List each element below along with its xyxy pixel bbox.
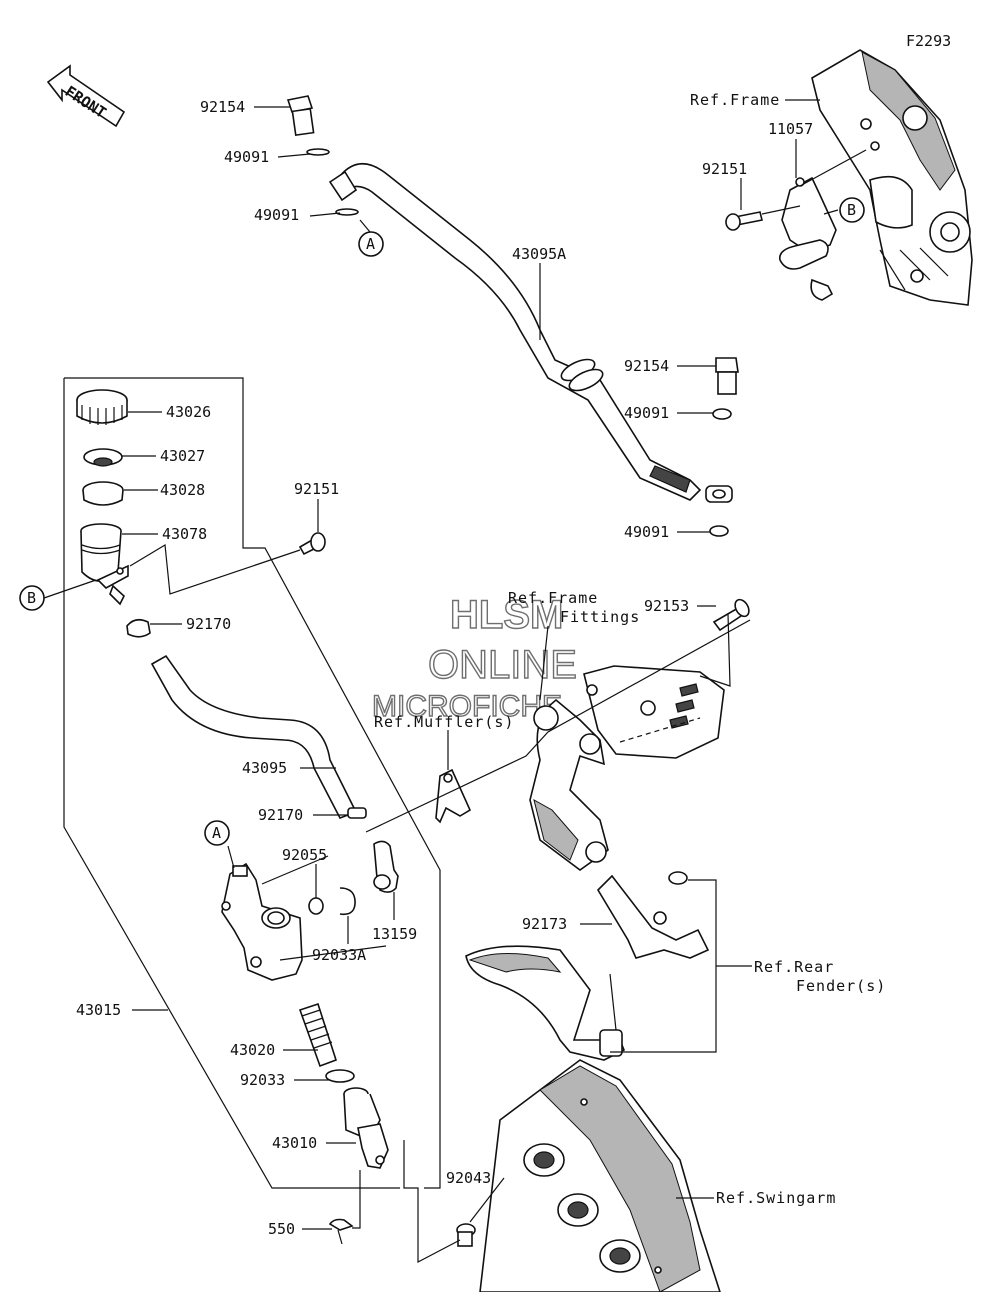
frame-bracket-illustration: [725, 49, 973, 306]
leader-lines: [43, 99, 839, 1230]
watermark: HLSM ONLINE MICROFICHE: [371, 592, 577, 723]
front-arrow-icon: FRONT: [46, 64, 126, 128]
bolt-92153: [712, 598, 750, 632]
hose-43095A-illustration: [328, 162, 733, 503]
callout-a-top: A: [358, 231, 384, 257]
reservoir-cap-43026: [76, 389, 128, 425]
figure-code: F2293: [906, 32, 951, 50]
label-43078: 43078: [162, 525, 207, 543]
label-92151-top: 92151: [702, 160, 747, 178]
label-550: 550: [268, 1220, 295, 1238]
master-cylinder-43015: [221, 862, 303, 981]
washer-49091-c: [712, 408, 732, 420]
frame-fittings-bracket: [529, 665, 725, 871]
reservoir-43078: [80, 523, 129, 606]
muffler-bracket-illustration: [435, 768, 472, 824]
label-92033A: 92033A: [312, 946, 366, 964]
label-92154-top: 92154: [200, 98, 245, 116]
label-92170-b: 92170: [258, 806, 303, 824]
label-92170-a: 92170: [186, 615, 231, 633]
fitting-13159: [373, 840, 399, 893]
label-11057: 11057: [768, 120, 813, 138]
label-43020: 43020: [230, 1041, 275, 1059]
swingarm-illustration: [479, 1059, 721, 1292]
svg-text:ONLINE: ONLINE: [428, 643, 577, 687]
label-43010: 43010: [272, 1134, 317, 1152]
label-43015: 43015: [76, 1001, 121, 1019]
bolt-92043: [456, 1223, 476, 1247]
svg-text:A: A: [366, 235, 375, 253]
diaphragm-43028: [82, 481, 124, 506]
push-rod-43010: [343, 1087, 389, 1169]
label-92154-mid: 92154: [624, 357, 669, 375]
bolt-92151-mid: [298, 532, 326, 556]
label-92055: 92055: [282, 846, 327, 864]
label-92043: 92043: [446, 1169, 491, 1187]
washer-49091-b: [335, 208, 359, 216]
o-ring-92055: [308, 897, 324, 915]
washer-49091-d: [709, 525, 729, 537]
label-49091-c: 49091: [624, 404, 669, 422]
callout-a-left: A: [204, 820, 230, 846]
label-49091-a: 49091: [224, 148, 269, 166]
svg-text:MICROFICHE: MICROFICHE: [372, 690, 562, 723]
label-43095A: 43095A: [512, 245, 566, 263]
ref-swingarm-label: Ref.Swingarm: [716, 1189, 836, 1207]
label-13159: 13159: [372, 925, 417, 943]
label-43095: 43095: [242, 759, 287, 777]
ref-frame-label: Ref.Frame: [690, 91, 780, 109]
label-49091-b: 49091: [254, 206, 299, 224]
circlip-92033A: [339, 887, 356, 916]
hose-43095-illustration: [150, 654, 358, 819]
callout-b-right: B: [839, 197, 865, 223]
label-92173: 92173: [522, 915, 567, 933]
callout-b-left: B: [19, 585, 45, 611]
label-43028: 43028: [160, 481, 205, 499]
label-92153: 92153: [644, 597, 689, 615]
circlip-92033: [325, 1069, 355, 1083]
diaphragm-plate-43027: [83, 448, 123, 467]
banjo-bolt-92154-mid: [715, 357, 739, 395]
svg-text:B: B: [27, 589, 36, 607]
washer-49091-a: [306, 148, 330, 156]
label-43026: 43026: [166, 403, 211, 421]
label-43027: 43027: [160, 447, 205, 465]
label-92033: 92033: [240, 1071, 285, 1089]
rear-fender-illustration: [465, 945, 626, 1061]
bracket-92173: [596, 871, 710, 959]
clamp-92170-b: [347, 807, 367, 819]
banjo-bolt-92154-top: [286, 95, 315, 137]
label-92151-mid: 92151: [294, 480, 339, 498]
ref-rear-fender-label-1: Ref.Rear: [754, 958, 834, 976]
ref-frame-fittings-label-2: Fittings: [560, 608, 640, 626]
svg-text:B: B: [847, 201, 856, 219]
ref-frame-fittings-label-1: Ref.Frame: [508, 589, 598, 607]
label-49091-d: 49091: [624, 523, 669, 541]
clamp-92170-a: [126, 618, 151, 638]
ref-rear-fender-label-2: Fender(s): [796, 977, 886, 995]
ref-mufflers-label: Ref.Muffler(s): [374, 713, 514, 731]
svg-text:A: A: [212, 824, 221, 842]
cotter-pin-550: [328, 1218, 354, 1245]
piston-assembly-43020: [298, 1002, 337, 1068]
svg-text:HLSM: HLSM: [450, 593, 563, 637]
